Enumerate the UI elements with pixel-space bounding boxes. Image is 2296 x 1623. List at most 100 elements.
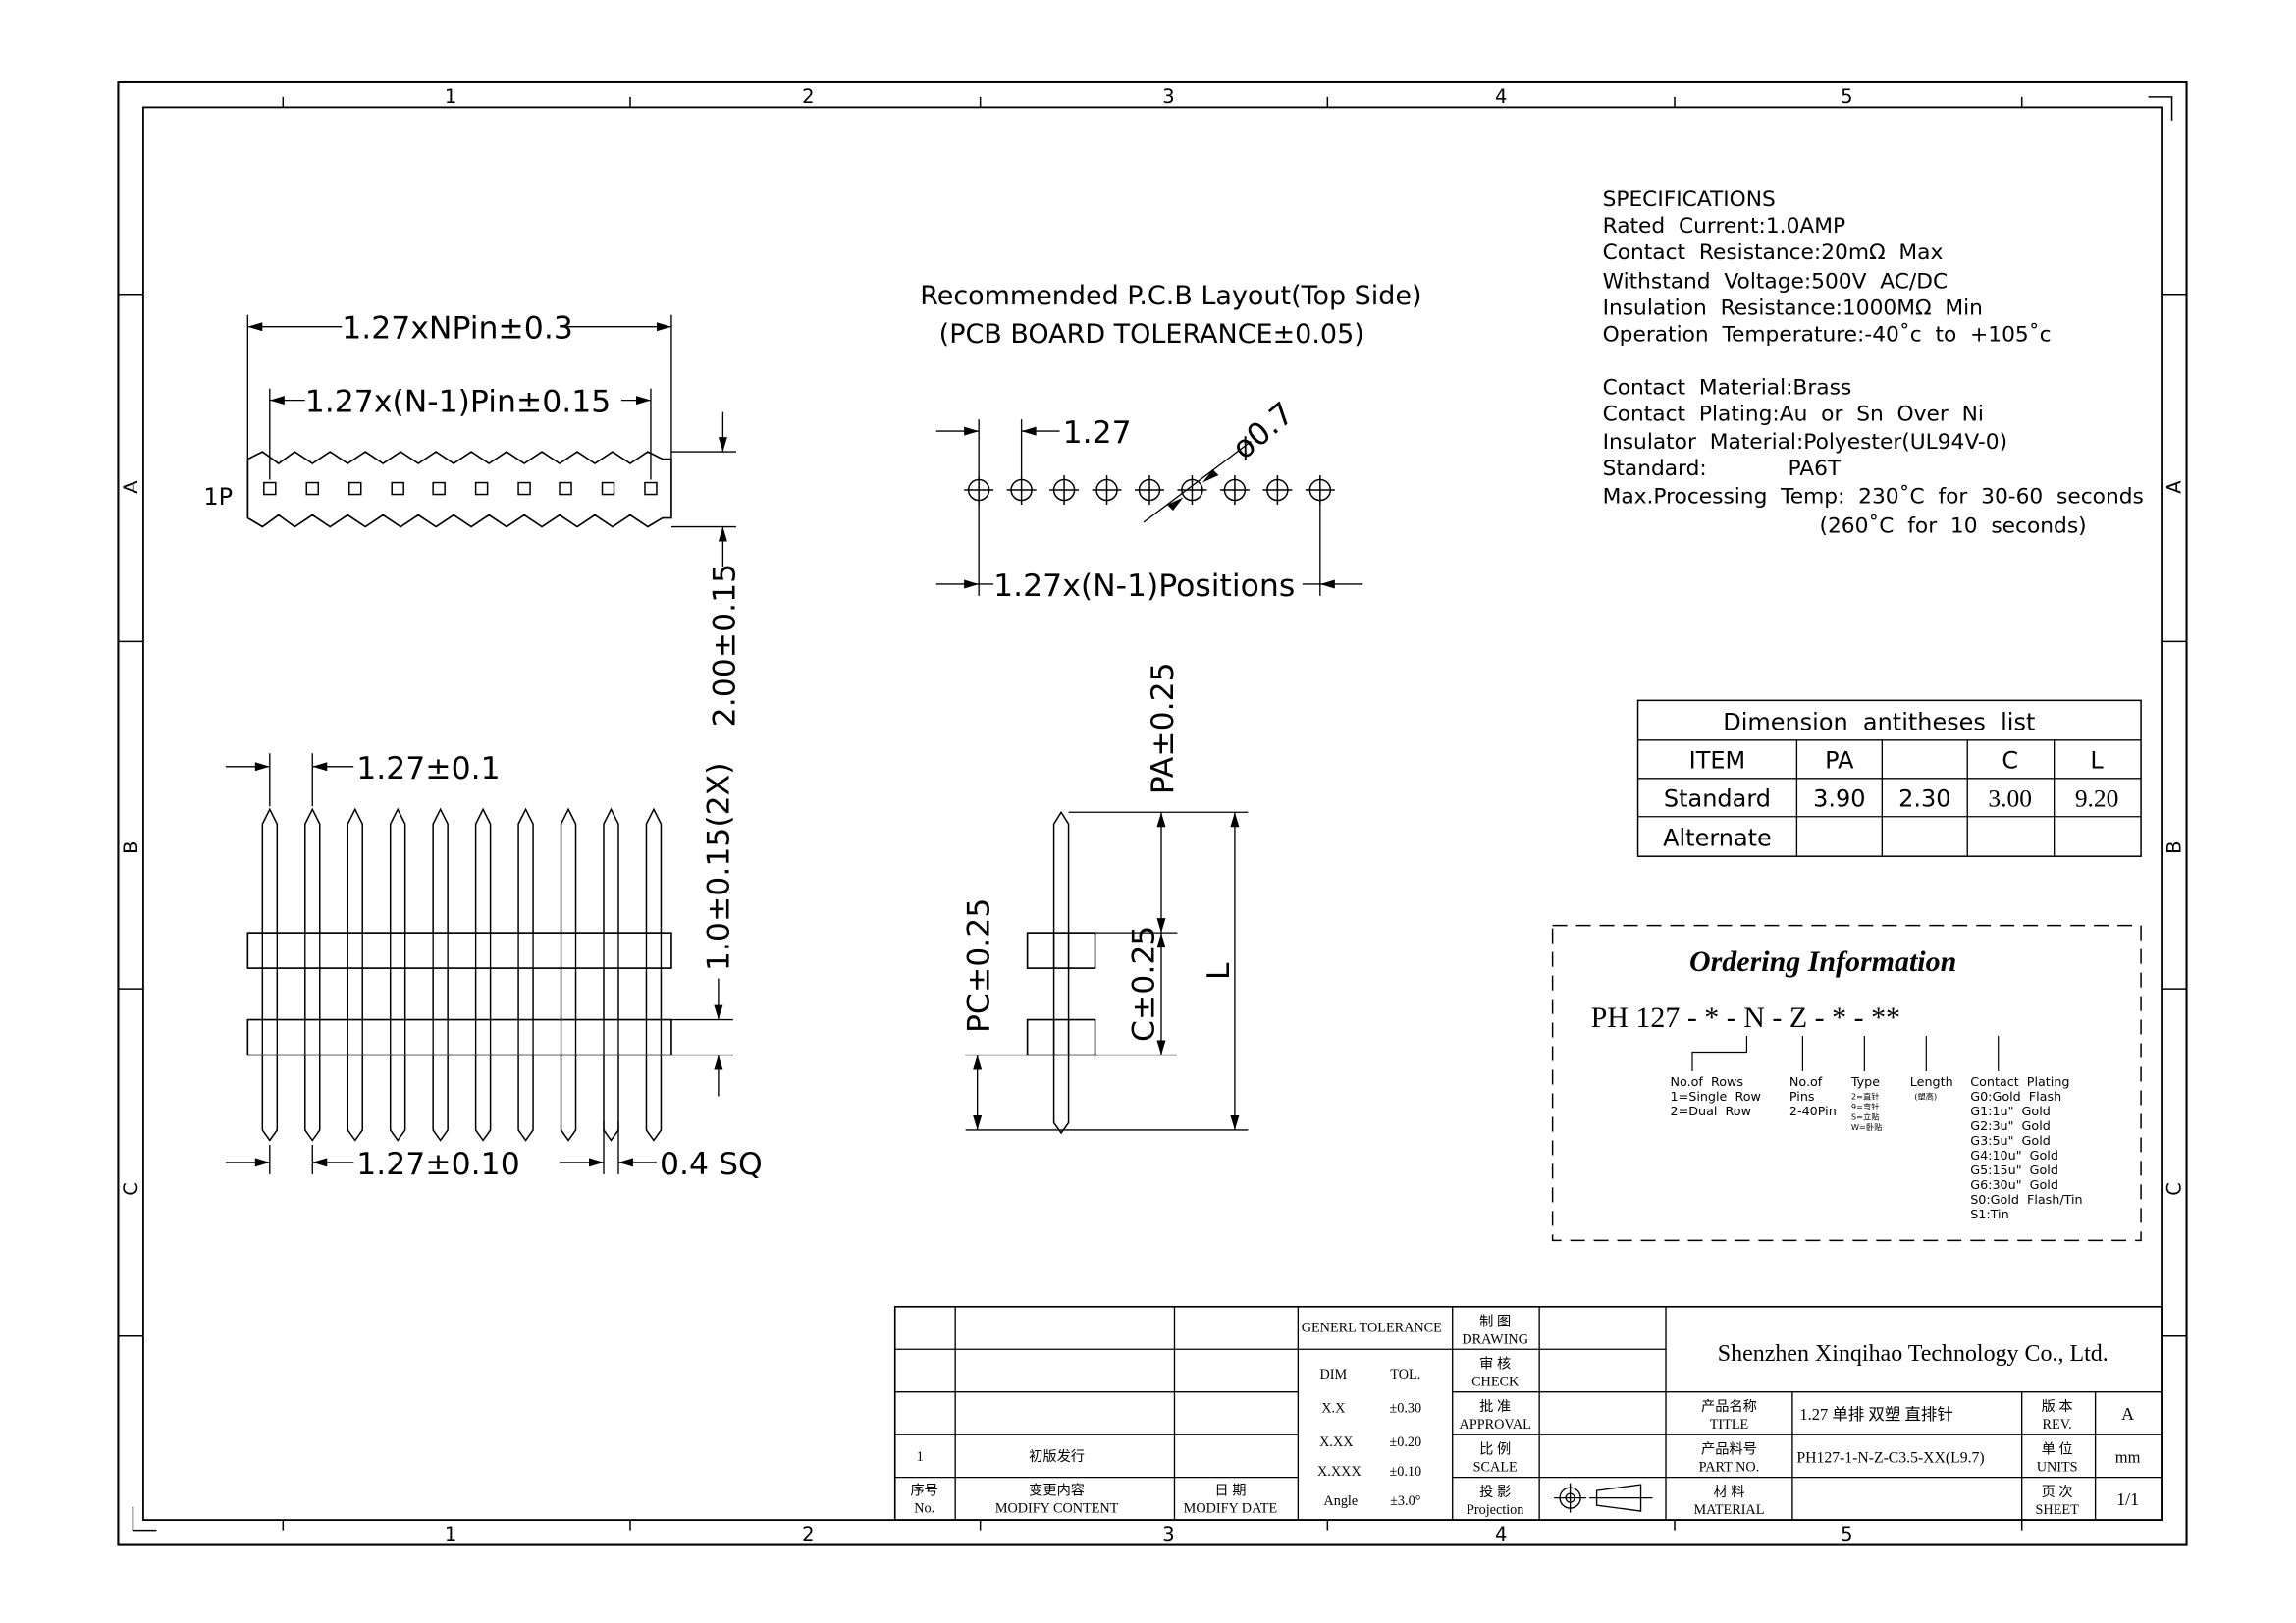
col-label-4-top: 4 <box>1495 85 1507 108</box>
tolerance-value: ±3.0° <box>1390 1493 1420 1509</box>
spec-line: (260˚C for 10 seconds) <box>1603 514 2087 539</box>
ordering-type-label: S=立贴 <box>1851 1111 1880 1121</box>
dimension-table-cell: Alternate <box>1663 825 1772 852</box>
dim-pcb-span: 1.27x(N-1)Positions <box>993 568 1295 604</box>
label-sheet-en: SHEET <box>2036 1502 2080 1518</box>
ordering-information: Ordering Information PH 127 - * - N - Z … <box>1551 924 2142 1242</box>
spec-line: Insulator Material:Polyester(UL94V-0) <box>1603 430 2007 455</box>
label-projection-cn: 投 影 <box>1479 1484 1511 1500</box>
dim-total-length: 1.27xNPin±0.3 <box>342 311 573 347</box>
ordering-pins-label: 2-40Pin <box>1789 1105 1837 1119</box>
pcb-title: Recommended P.C.B Layout(Top Side) <box>920 281 1421 311</box>
ordering-pins-label: No.of <box>1789 1075 1823 1090</box>
tolerance-title: GENERL TOLERANCE <box>1302 1320 1442 1335</box>
label-rev-cn: 版 本 <box>2042 1398 2073 1415</box>
dim-pitch-span: 1.27x(N-1)Pin±0.15 <box>305 385 612 420</box>
company-name: Shenzhen Xinqihao Technology Co., Ltd. <box>1718 1341 2109 1367</box>
dimension-table-cell: Standard <box>1664 784 1771 812</box>
col-label-5-bottom: 5 <box>1841 1523 1852 1545</box>
dimension-table-header: ITEM <box>1689 746 1746 774</box>
row-label-a-left: A <box>120 480 142 494</box>
row-label-b-right: B <box>2163 841 2186 854</box>
top-view: 1P 1.27xNPin±0.3 1.27x(N-1)Pin±0.15 2.00… <box>203 311 742 728</box>
label-scale-cn: 比 例 <box>1479 1441 1511 1458</box>
ordering-type-label: W=卧贴 <box>1851 1122 1883 1132</box>
ordering-plating-label: G1:1u" Gold <box>1970 1105 2051 1119</box>
dim-pin-square: 0.4 SQ <box>660 1147 763 1182</box>
label-title-cn: 产品名称 <box>1701 1398 1757 1415</box>
ordering-plating-label: G2:3u" Gold <box>1970 1119 2051 1134</box>
front-view-pins <box>261 807 663 1142</box>
col-label-5-top: 5 <box>1841 85 1852 108</box>
dim-pitch-top: 1.27±0.1 <box>356 751 500 786</box>
label-title-en: TITLE <box>1710 1417 1748 1433</box>
part-number: PH127-1-N-Z-C3.5-XX(L9.7) <box>1796 1450 1984 1467</box>
ordering-rows-label: No.of Rows <box>1671 1075 1744 1090</box>
first-pin-label: 1P <box>203 483 233 511</box>
ordering-length-label: Length <box>1910 1075 1953 1090</box>
spec-line: Contact Plating:Au or Sn Over Ni <box>1603 403 1984 427</box>
tolerance-dim: Angle <box>1323 1493 1358 1509</box>
ordering-plating-label: G6:30u" Gold <box>1970 1178 2058 1193</box>
front-view-insulators <box>246 932 672 1056</box>
revision-value: A <box>2121 1404 2134 1424</box>
top-view-body <box>246 451 672 528</box>
dim-body-height: 2.00±0.15 <box>707 564 742 728</box>
spec-line: Operation Temperature:-40˚c to +105˚c <box>1603 323 2052 348</box>
tolerance-value: ±0.10 <box>1389 1464 1421 1480</box>
front-view: 1.27±0.1 1.0±0.15(2X) 1.27±0.10 0.4 SQ <box>225 751 763 1182</box>
pcb-subtitle: (PCB BOARD TOLERANCE±0.05) <box>939 319 1364 350</box>
label-material-cn: 材 料 <box>1713 1484 1744 1500</box>
dim-pitch-bottom: 1.27±0.10 <box>356 1147 520 1182</box>
revision-number: 1 <box>917 1449 924 1465</box>
ordering-rows-label: 2=Dual Row <box>1671 1105 1751 1119</box>
ordering-plating-label: S0:Gold Flash/Tin <box>1970 1193 2082 1208</box>
label-check-cn: 审 核 <box>1479 1356 1511 1373</box>
ordering-plating-label: G0:Gold Flash <box>1970 1090 2061 1105</box>
dimension-table-cell: 2.30 <box>1898 784 1950 812</box>
col-label-3-top: 3 <box>1162 85 1174 108</box>
header-modify-en: MODIFY CONTENT <box>995 1501 1119 1517</box>
label-approval-en: APPROVAL <box>1460 1417 1531 1433</box>
label-projection-en: Projection <box>1467 1502 1523 1518</box>
pcb-layout: Recommended P.C.B Layout(Top Side) (PCB … <box>920 281 1421 604</box>
col-label-1-top: 1 <box>445 85 456 108</box>
dimension-table-cell: 9.20 <box>2075 784 2119 812</box>
tolerance-dim: X.XX <box>1319 1434 1354 1450</box>
label-sheet-cn: 页 次 <box>2042 1484 2073 1500</box>
ordering-code: PH 127 - * - N - Z - * - ** <box>1591 1001 1900 1034</box>
label-scale-en: SCALE <box>1473 1460 1518 1476</box>
label-approval-cn: 批 准 <box>1479 1398 1511 1415</box>
col-label-1-bottom: 1 <box>445 1523 456 1545</box>
dim-c: C±0.25 <box>1126 926 1161 1042</box>
spec-line: Withstand Voltage:500V AC/DC <box>1603 270 1949 295</box>
spec-line: Rated Current:1.0AMP <box>1603 214 1846 239</box>
header-modify-cn: 变更内容 <box>1029 1483 1085 1499</box>
col-label-4-bottom: 4 <box>1495 1523 1507 1545</box>
dimension-table-cell: 3.00 <box>1988 784 2032 812</box>
label-rev-en: REV. <box>2043 1417 2072 1433</box>
ordering-type-label: 2=直针 <box>1851 1091 1880 1101</box>
pcb-holes <box>964 475 1335 506</box>
specifications: SPECIFICATIONS Rated Current:1.0AMP Cont… <box>1603 188 2144 539</box>
col-label-2-top: 2 <box>802 85 814 108</box>
sheet-value: 1/1 <box>2116 1489 2139 1509</box>
ordering-pins-label: Pins <box>1789 1090 1815 1105</box>
col-label-2-bottom: 2 <box>802 1523 814 1545</box>
row-label-c-right: C <box>2163 1182 2186 1196</box>
dim-pc: PC±0.25 <box>962 898 997 1033</box>
row-label-a-right: A <box>2163 480 2186 494</box>
dim-insulator-gap: 1.0±0.15(2X) <box>701 762 736 971</box>
label-drawing-cn: 制 图 <box>1479 1313 1511 1329</box>
tolerance-value: ±0.30 <box>1389 1401 1421 1417</box>
header-seq-en: No. <box>914 1501 934 1517</box>
title-block: 1 初版发行 序号 No. 变更内容 MODIFY CONTENT 日 期 MO… <box>893 1305 2163 1521</box>
dimension-table-title: Dimension antitheses list <box>1723 708 2035 735</box>
ordering-plating-label: S1:Tin <box>1970 1208 2008 1222</box>
tolerance-dim-header: DIM <box>1320 1367 1348 1382</box>
revision-content: 初版发行 <box>1029 1448 1085 1465</box>
spec-line: Standard: PA6T <box>1603 457 1842 481</box>
label-part-en: PART NO. <box>1699 1460 1760 1476</box>
ordering-length-label: (塑高) <box>1914 1091 1937 1101</box>
